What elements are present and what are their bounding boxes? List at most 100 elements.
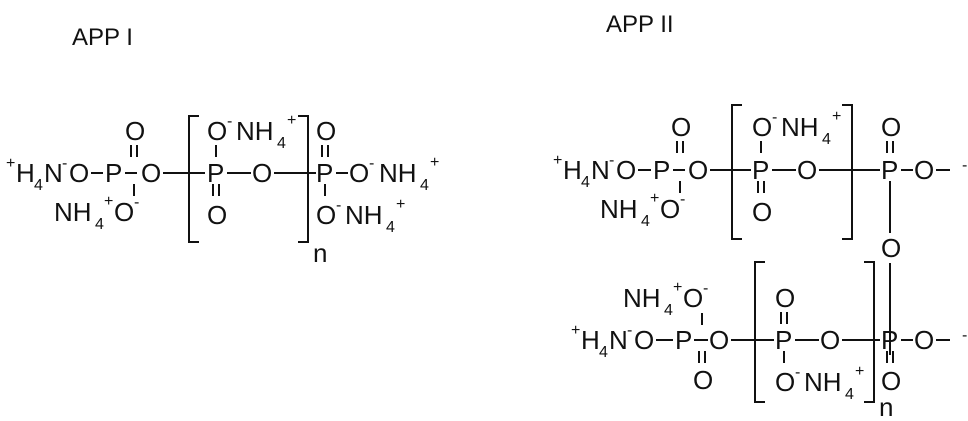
repeat-index-n: n	[313, 238, 327, 268]
atom-o: O	[252, 158, 272, 188]
charge-plus: +	[104, 193, 113, 210]
atom-h: H	[16, 158, 35, 188]
atom-p: P	[881, 155, 898, 185]
atom-o: O	[709, 325, 729, 355]
atom-p: P	[675, 325, 692, 355]
charge-plus: +	[430, 154, 439, 171]
atom-o: O	[775, 367, 795, 397]
atom-o: O	[114, 197, 134, 227]
atom-p: P	[105, 158, 122, 188]
atom-o: O	[683, 283, 703, 313]
charge-minus: -	[772, 109, 777, 126]
atom-p: P	[775, 325, 792, 355]
atom-n: N	[591, 155, 610, 185]
atom-o: O	[775, 283, 795, 313]
atom-o: O	[914, 325, 934, 355]
atom-p: P	[316, 158, 333, 188]
atom-o: O	[881, 233, 901, 263]
bracket-right	[864, 261, 875, 403]
atom-nh: NH	[345, 200, 383, 230]
atom-o: O	[349, 158, 369, 188]
atom-p: P	[653, 155, 670, 185]
atom-h: H	[563, 155, 582, 185]
charge-minus: -	[795, 364, 800, 381]
atom-nh: NH	[804, 367, 842, 397]
bracket-right	[842, 104, 853, 240]
charge-minus: -	[336, 197, 341, 214]
atom-o: O	[752, 197, 772, 227]
charge-plus: +	[855, 363, 864, 380]
atom-o: O	[914, 155, 934, 185]
atom-o: O	[207, 116, 227, 146]
charge-plus: +	[673, 279, 682, 296]
atom-nh: NH	[623, 283, 661, 313]
charge-minus: -	[703, 280, 708, 297]
atom-o: O	[671, 112, 691, 142]
atom-nh: NH	[781, 112, 819, 142]
subscript-4: 4	[95, 216, 104, 233]
atom-o: O	[820, 325, 840, 355]
subscript-4: 4	[386, 219, 395, 236]
atom-o: O	[316, 200, 336, 230]
subscript-4: 4	[34, 177, 43, 194]
charge-plus: +	[287, 112, 296, 129]
charge-plus: +	[553, 152, 562, 169]
atom-p: P	[752, 155, 769, 185]
bracket-right	[298, 115, 309, 243]
bracket-left	[731, 104, 742, 240]
atom-h: H	[581, 325, 600, 355]
atom-o: O	[881, 112, 901, 142]
atom-o: O	[797, 155, 817, 185]
app-ii-structure: + H 4 N - O P O NH 4 + O - O P O - NH 4 …	[553, 104, 967, 421]
atom-n: N	[44, 158, 63, 188]
subscript-4: 4	[599, 344, 608, 361]
atom-o: O	[69, 158, 89, 188]
atom-nh: NH	[379, 158, 417, 188]
subscript-4: 4	[641, 213, 650, 230]
charge-minus-edge: -	[962, 327, 967, 344]
charge-minus: -	[227, 113, 232, 130]
charge-plus: +	[6, 155, 15, 172]
title-app-ii: APP II	[606, 11, 674, 38]
charge-plus: +	[396, 196, 405, 213]
charge-minus-edge: -	[962, 157, 967, 174]
atom-o: O	[881, 366, 901, 396]
atom-n: N	[609, 325, 628, 355]
subscript-4: 4	[277, 135, 286, 152]
atom-nh: NH	[600, 194, 638, 224]
charge-minus: -	[609, 152, 614, 169]
bracket-left	[188, 115, 199, 243]
atom-nh: NH	[236, 116, 274, 146]
atom-o: O	[660, 194, 680, 224]
charge-minus: -	[369, 155, 374, 172]
atom-o: O	[125, 116, 145, 146]
bracket-left	[754, 261, 765, 403]
atom-o: O	[688, 155, 708, 185]
charge-plus: +	[571, 322, 580, 339]
atom-o: O	[616, 155, 636, 185]
charge-minus: -	[680, 191, 685, 208]
subscript-4: 4	[845, 386, 854, 403]
repeat-index-n: n	[879, 392, 893, 421]
charge-plus: +	[832, 108, 841, 125]
atom-nh: NH	[54, 197, 92, 227]
title-app-i: APP I	[72, 24, 133, 51]
atom-p: P	[881, 325, 898, 355]
subscript-4: 4	[420, 177, 429, 194]
subscript-4: 4	[822, 131, 831, 148]
subscript-4: 4	[664, 302, 673, 319]
atom-o: O	[693, 365, 713, 395]
charge-minus: -	[62, 155, 67, 172]
atom-o: O	[634, 325, 654, 355]
charge-minus: -	[134, 194, 139, 211]
atom-o: O	[141, 158, 161, 188]
charge-plus: +	[650, 190, 659, 207]
subscript-4: 4	[581, 174, 590, 191]
app-i-structure: + H 4 N - O P O NH 4 + O - O P O - NH 4 …	[6, 112, 439, 268]
atom-p: P	[207, 158, 224, 188]
atom-o: O	[316, 116, 336, 146]
charge-minus: -	[627, 322, 632, 339]
atom-o: O	[752, 112, 772, 142]
atom-o: O	[207, 200, 227, 230]
